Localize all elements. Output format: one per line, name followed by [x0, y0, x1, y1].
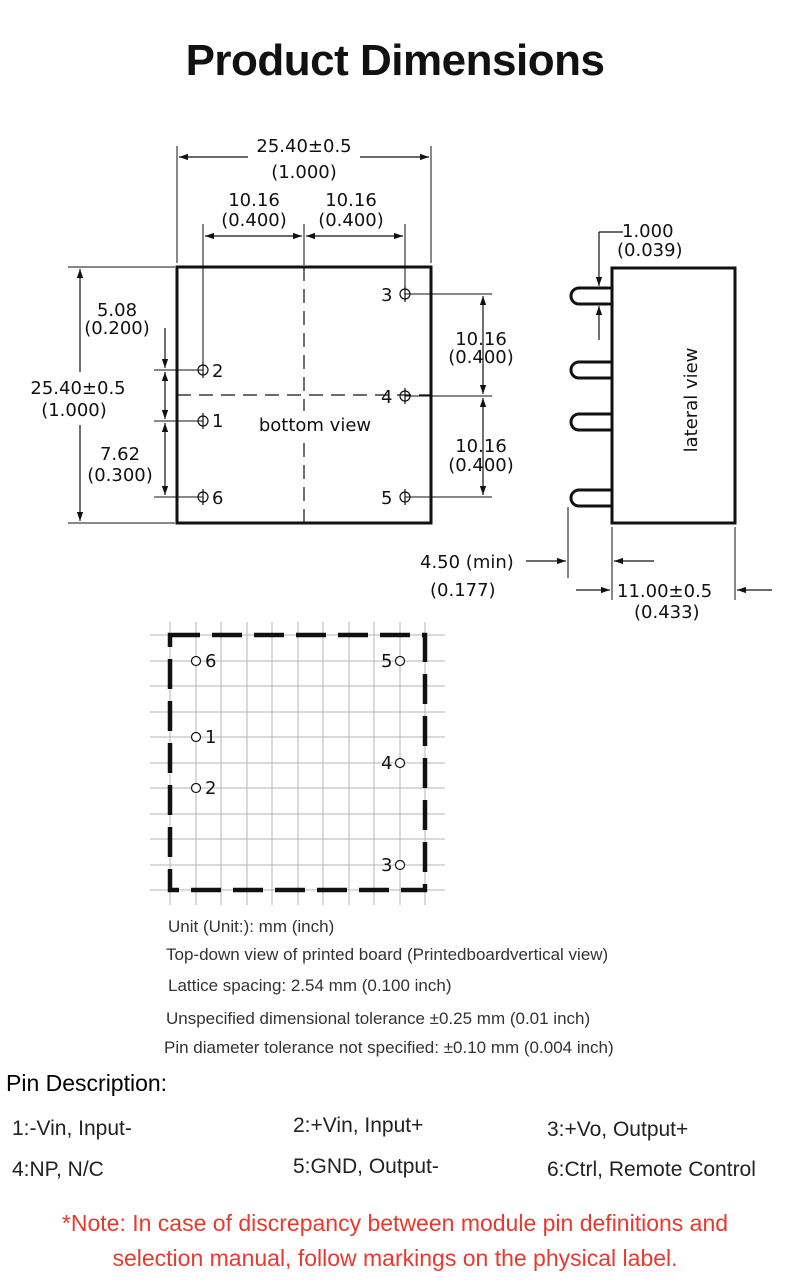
lateral-view-labels: 1.000 (0.039) 4.50 (min) (0.177) 11.00±0…: [420, 221, 712, 623]
pcb-pin-circles: [190, 655, 406, 871]
pcb-pin-1: 1: [205, 727, 216, 748]
pcb-pin-2: 2: [205, 778, 216, 799]
pin-desc-6: 6:Ctrl, Remote Control: [547, 1158, 756, 1181]
pitch-right: 10.16: [325, 190, 377, 211]
note-tolerance: Unspecified dimensional tolerance ±0.25 …: [166, 1009, 591, 1028]
pin-label-2: 2: [212, 361, 223, 382]
pcb-pin-6: 6: [205, 651, 216, 672]
min-length-in: (0.177): [430, 580, 496, 601]
bottom-view: [68, 146, 492, 525]
note-lattice: Lattice spacing: 2.54 mm (0.100 inch): [168, 976, 452, 995]
pitch-right-in: (0.400): [318, 210, 384, 231]
pcb-footprint-outline: [167, 632, 428, 893]
pin-desc-3: 3:+Vo, Output+: [547, 1118, 689, 1141]
offset-5: 5.08: [97, 300, 137, 321]
pin-label-3: 3: [381, 285, 392, 306]
note-topdown: Top-down view of printed board (Printedb…: [166, 945, 609, 964]
discrepancy-note: *Note: In case of discrepancy between mo…: [0, 1206, 790, 1276]
right-lower: 10.16: [455, 436, 507, 457]
lateral-view-label: lateral view: [681, 348, 702, 453]
lateral-outline: [610, 266, 737, 525]
right-lower-in: (0.400): [448, 455, 514, 476]
width-dim: 25.40±0.5: [256, 136, 351, 157]
depth-in: (0.433): [634, 602, 700, 623]
bottom-view-label: bottom view: [259, 415, 371, 436]
note-pin-diameter: Pin diameter tolerance not specified: ±0…: [164, 1038, 614, 1057]
height-dim: 25.40±0.5: [30, 378, 125, 399]
discrepancy-note-line1: *Note: In case of discrepancy between mo…: [61, 1210, 729, 1236]
pcb-pin-4: 4: [381, 753, 392, 774]
pin-desc-2: 2:+Vin, Input+: [293, 1114, 424, 1137]
offset-5-in: (0.200): [84, 318, 150, 339]
page-title: Product Dimensions: [185, 36, 605, 85]
bottom-view-labels: 25.40±0.5 (1.000) 10.16 (0.400) 10.16 (0…: [30, 136, 513, 509]
right-upper: 10.16: [455, 329, 507, 350]
min-length: 4.50 (min): [420, 552, 514, 573]
lateral-view: [526, 231, 772, 600]
pin-dim: 1.000: [622, 221, 674, 242]
dimension-drawing: 25.40±0.5 (1.000) 10.16 (0.400) 10.16 (0…: [30, 136, 772, 905]
pin-label-1: 1: [212, 411, 223, 432]
pcb-pin-3: 3: [381, 855, 392, 876]
pitch-left-in: (0.400): [221, 210, 287, 231]
discrepancy-note-line2: selection manual, follow markings on the…: [112, 1245, 678, 1271]
module-outline: [175, 265, 433, 525]
pitch-left: 10.16: [228, 190, 280, 211]
pin-label-6: 6: [212, 488, 223, 509]
pin-description-title: Pin Description:: [6, 1070, 168, 1096]
pin-symbols: [197, 286, 411, 505]
pin-dim-in: (0.039): [617, 240, 683, 261]
right-upper-in: (0.400): [448, 347, 514, 368]
pcb-pin-5: 5: [381, 651, 392, 672]
offset-7: 7.62: [100, 444, 140, 465]
pcb-view: 6 5 1 4 2 3: [150, 622, 445, 905]
height-dim-in: (1.000): [41, 400, 107, 421]
pin-desc-1: 1:-Vin, Input-: [12, 1117, 132, 1140]
pin-desc-4: 4:NP, N/C: [12, 1158, 104, 1181]
note-unit: Unit (Unit:): mm (inch): [168, 917, 335, 936]
width-dim-in: (1.000): [271, 162, 337, 183]
pin-desc-5: 5:GND, Output-: [293, 1155, 439, 1178]
pin-label-4: 4: [381, 387, 392, 408]
pin-label-5: 5: [381, 488, 392, 509]
depth: 11.00±0.5: [617, 581, 712, 602]
offset-7-in: (0.300): [87, 465, 153, 486]
